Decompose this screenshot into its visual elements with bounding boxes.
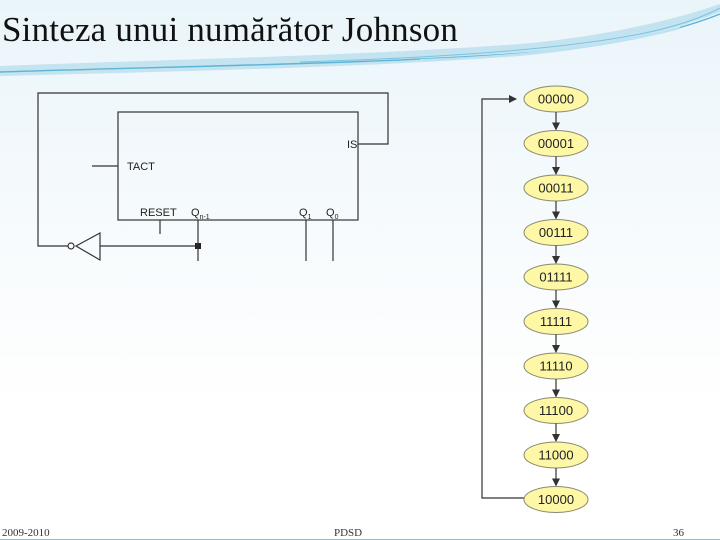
state-label: 11110	[539, 359, 572, 374]
reset-label: RESET	[140, 207, 177, 219]
footer-year: 2009-2010	[2, 527, 50, 539]
state-node: 00000	[523, 85, 589, 113]
state-label: 11100	[539, 403, 573, 418]
state-diagram: 00000 00001 00011 00111 01111 11111 11110 11100…	[481, 85, 589, 513]
loop-back-arrow	[481, 95, 524, 499]
state-label: 01111	[539, 270, 572, 285]
is-label: IS	[347, 139, 357, 151]
state-node: 11111	[523, 308, 589, 335]
state-node: 11100	[523, 397, 589, 424]
state-label: 11000	[538, 448, 573, 463]
q1-label: Q1	[299, 207, 312, 221]
state-label: 00000	[538, 92, 574, 107]
state-node: 01111	[523, 263, 589, 291]
state-node: 00011	[523, 174, 589, 202]
footer-page-number: 36	[673, 527, 684, 539]
state-node: 00111	[523, 219, 589, 246]
state-label: 00011	[538, 181, 573, 196]
feedback-wire	[37, 92, 389, 247]
state-node: 11000	[523, 441, 589, 469]
inverter-gate	[74, 231, 101, 262]
state-label: 10000	[538, 492, 574, 507]
qn1-label: Qn-1	[191, 207, 210, 221]
state-ellipse	[523, 486, 589, 513]
inverter-bubble	[67, 242, 75, 250]
counter-circuit: TACT IS RESET Qn-1 Q1 Q0	[37, 92, 389, 262]
state-label: 11111	[540, 314, 572, 329]
state-node: 00001	[523, 130, 589, 157]
state-node: 10000	[523, 486, 589, 513]
q0-label: Q0	[326, 207, 339, 221]
state-node: 11110	[523, 352, 589, 380]
state-label: 00001	[538, 136, 574, 151]
slide-title: Sinteza unui numărător Johnson	[2, 10, 459, 49]
footer-course: PDSD	[334, 527, 363, 539]
header-swoosh	[0, 4, 720, 76]
tact-label: TACT	[127, 161, 155, 173]
state-label: 00111	[539, 225, 573, 240]
